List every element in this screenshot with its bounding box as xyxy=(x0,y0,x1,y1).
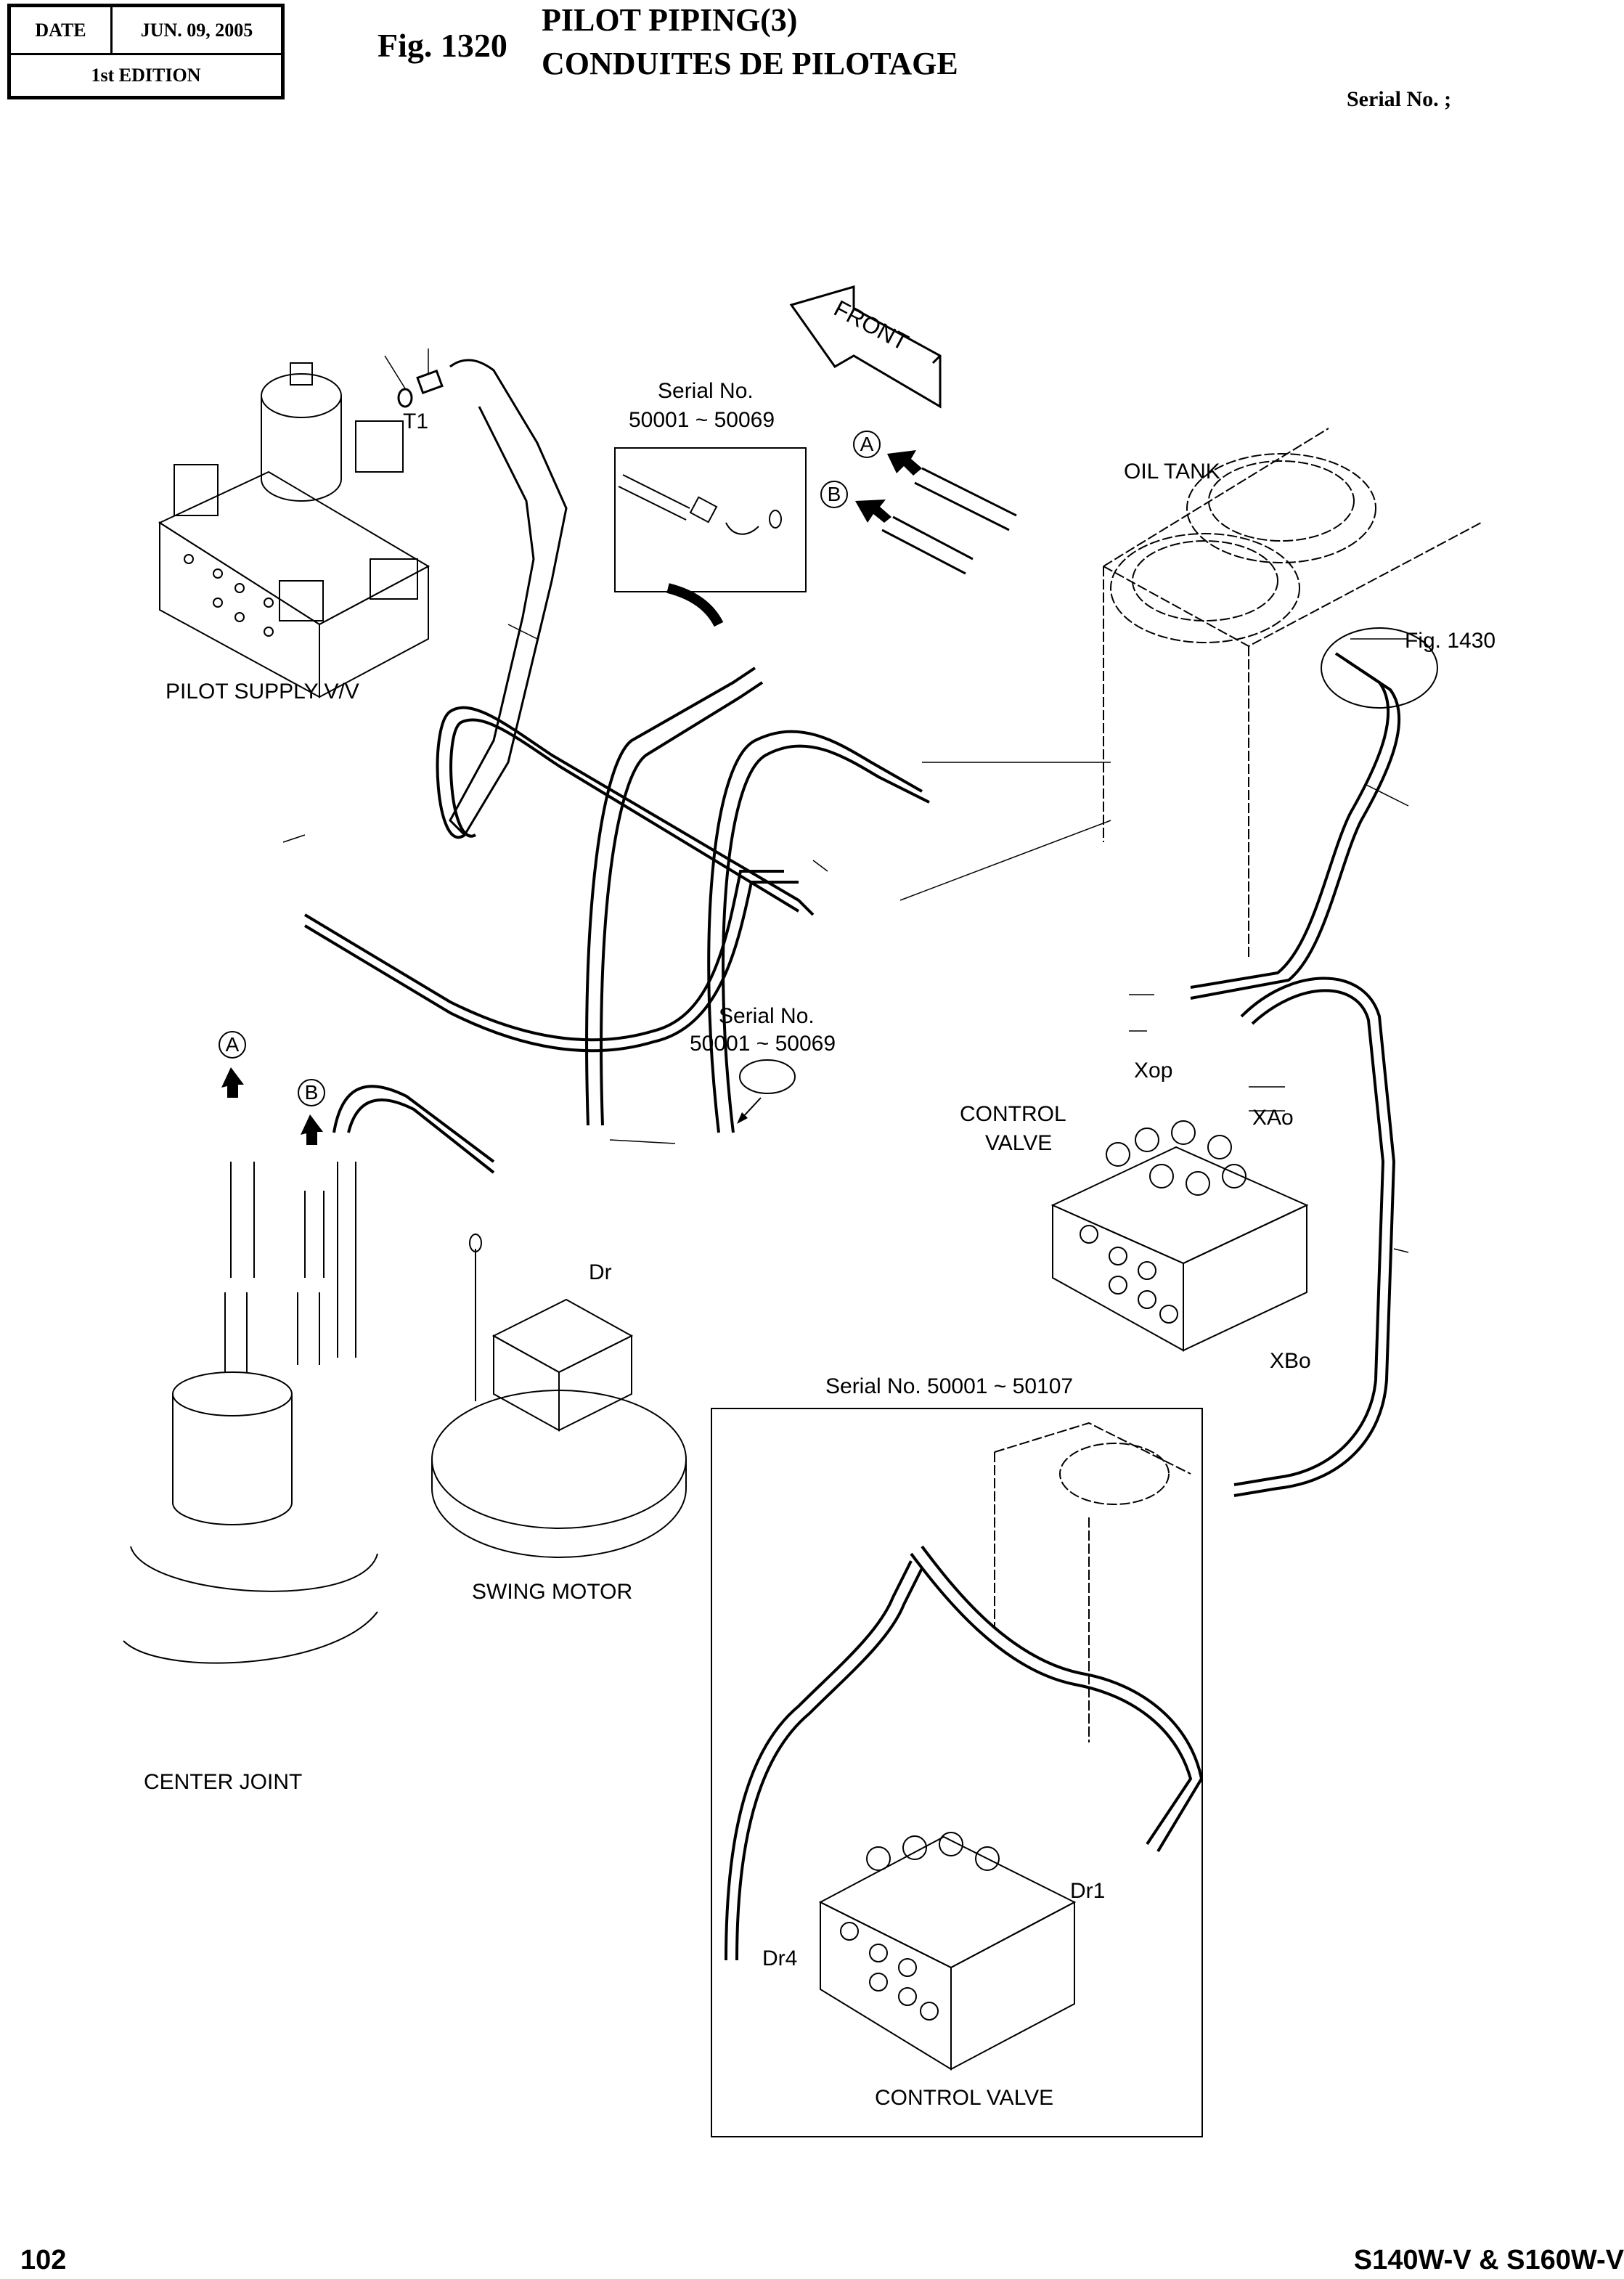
model-name: S140W-V & S160W-V xyxy=(1353,2245,1624,2275)
port-xop-label: Xop xyxy=(1134,1059,1173,1083)
port-t1-label: T1 xyxy=(403,409,429,433)
control-valve-label-line2: VALVE xyxy=(985,1131,1053,1155)
inset-control-valve-label: CONTROL VALVE xyxy=(875,2086,1054,2110)
mid-serial-arrowhead xyxy=(737,1112,748,1124)
inset-hoses xyxy=(725,1545,1204,1961)
page-title-french: CONDUITES DE PILOTAGE xyxy=(542,46,958,81)
inset-box-bottom xyxy=(711,1408,1203,2137)
edition-label: 1st EDITION xyxy=(91,65,201,86)
t1-fittings xyxy=(397,359,568,837)
date-edition-box: DATE JUN. 09, 2005 1st EDITION xyxy=(7,4,285,99)
center-joint-drawing xyxy=(123,1162,378,1664)
page-title: PILOT PIPING(3) xyxy=(542,2,798,38)
inset-oil-tank-drawing xyxy=(994,1422,1191,1742)
oil-tank-label: OIL TANK xyxy=(1124,460,1220,484)
pilot-supply-valve-label: PILOT SUPPLY V/V xyxy=(166,680,359,704)
inset-control-valve-drawing xyxy=(818,1832,1077,2071)
connection-marker-b-top: B xyxy=(820,481,848,508)
hoses-to-ab xyxy=(881,467,1017,575)
inset-box-top xyxy=(614,447,807,592)
fig-1430-detail-circle xyxy=(1321,627,1438,709)
date-value: JUN. 09, 2005 xyxy=(140,19,253,41)
fig-1430-reference: Fig. 1430 xyxy=(1405,629,1496,653)
connection-marker-a-bottom: A xyxy=(219,1031,246,1059)
leader-lines xyxy=(282,348,1409,1253)
inset-top-serial-line1: Serial No. xyxy=(658,379,754,403)
pilot-supply-valve-drawing xyxy=(158,362,431,698)
port-dr-label: Dr xyxy=(589,1260,612,1284)
direction-arrows-bottom xyxy=(221,1067,323,1145)
mid-serial-ellipse xyxy=(739,1059,796,1094)
page-number: 102 xyxy=(20,2245,67,2275)
port-dr4-label: Dr4 xyxy=(762,1946,798,1970)
port-xbo-label: XBo xyxy=(1270,1349,1311,1373)
main-control-valve-drawing xyxy=(1050,1120,1309,1352)
mid-serial-pointer xyxy=(741,1097,762,1119)
front-arrow-icon xyxy=(789,285,942,409)
date-row: DATE JUN. 09, 2005 xyxy=(11,7,281,55)
port-dr1-label: Dr1 xyxy=(1070,1879,1106,1903)
hoses xyxy=(303,652,1401,1497)
control-valve-label-line1: CONTROL xyxy=(960,1102,1066,1126)
inset-top-elbow xyxy=(618,474,782,535)
connection-marker-b-bottom: B xyxy=(298,1079,325,1106)
serial-number-label: Serial No. ; xyxy=(1347,87,1452,111)
direction-arrows-top xyxy=(855,450,922,523)
inset-top-pointer xyxy=(666,583,724,627)
mid-serial-line1: Serial No. xyxy=(719,1004,815,1028)
connection-marker-a-top: A xyxy=(853,431,881,458)
center-joint-label: CENTER JOINT xyxy=(144,1770,303,1794)
figure-number: Fig. 1320 xyxy=(378,27,507,64)
inset-bottom-serial: Serial No. 50001 ~ 50107 xyxy=(825,1374,1074,1398)
oil-tank-drawing xyxy=(1103,428,1482,958)
inset-top-serial-line2: 50001 ~ 50069 xyxy=(629,408,775,432)
date-label: DATE xyxy=(11,7,113,53)
swing-motor-label: SWING MOTOR xyxy=(472,1580,633,1604)
port-xao-label: XAo xyxy=(1252,1106,1294,1130)
swing-motor-drawing xyxy=(431,1234,687,1558)
mid-serial-line2: 50001 ~ 50069 xyxy=(690,1032,836,1056)
